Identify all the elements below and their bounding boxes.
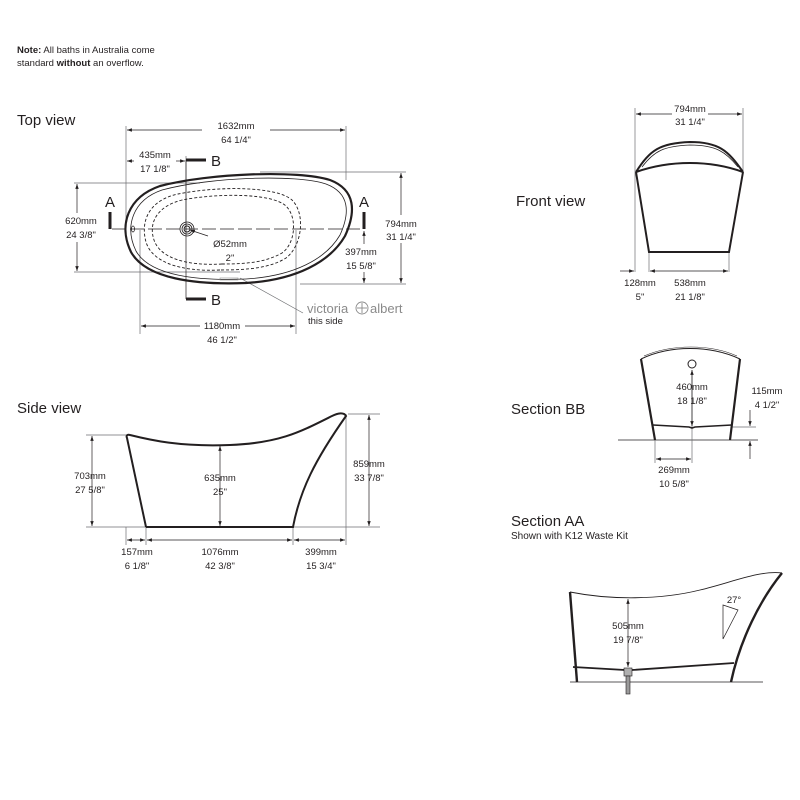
section-aa-title: Section AA (511, 513, 585, 530)
bb-plinth-mm: 115mm (752, 386, 783, 397)
note-text-1: All baths in Australia come (41, 45, 155, 56)
section-aa-drawing (568, 572, 783, 695)
top-length-mm: 1632mm (218, 121, 255, 132)
note-prefix: Note: (17, 45, 42, 56)
section-aa-subtitle: Shown with K12 Waste Kit (511, 531, 628, 542)
note-emphasis: without (56, 58, 91, 69)
overflow-note: Note: All baths in Australia come standa… (17, 44, 155, 70)
brand-albert: albert (370, 301, 403, 316)
top-left-width-mm: 620mm (65, 216, 97, 227)
top-view-drawing (74, 126, 406, 334)
brand-victoria: victoria (307, 301, 349, 316)
bb-depth-mm: 460mm (676, 382, 708, 393)
side-left-height-in: 27 5/8" (75, 485, 105, 496)
side-inner-height-in: 25" (213, 487, 227, 498)
top-centerline-mm: 397mm (345, 247, 377, 258)
top-b-offset-mm: 435mm (139, 150, 171, 161)
side-right-offset-in: 15 3/4" (306, 561, 336, 572)
brand-plus-icon (355, 301, 369, 315)
front-offset-mm: 128mm (624, 278, 656, 289)
note-text-3: an overflow. (90, 58, 144, 69)
front-base-mm: 538mm (674, 278, 706, 289)
bb-half-base-mm: 269mm (658, 465, 690, 476)
side-right-height-mm: 859mm (353, 459, 385, 470)
side-view-drawing (86, 412, 380, 545)
section-a-marker-left: A (105, 194, 115, 211)
side-right-height-in: 33 7/8" (354, 473, 384, 484)
side-inner-height-mm: 635mm (204, 473, 236, 484)
aa-depth-in: 19 7/8" (613, 635, 643, 646)
brand-logo: victoria albert this side (307, 301, 403, 327)
front-width-in: 31 1/4" (675, 117, 705, 128)
section-bb-title: Section BB (511, 401, 586, 418)
top-base-length-mm: 1180mm (204, 321, 240, 332)
note-text-2: standard (17, 58, 57, 69)
top-width-in: 31 1/4" (386, 232, 416, 243)
front-offset-in: 5" (636, 292, 645, 303)
waste-diameter-mm: Ø52mm (213, 239, 247, 250)
section-a-marker-right: A (359, 194, 369, 211)
side-right-offset-mm: 399mm (305, 547, 337, 558)
waste-kit-icon (623, 667, 633, 695)
side-left-offset-mm: 157mm (121, 547, 153, 558)
section-b-marker-top: B (211, 153, 221, 170)
bb-plinth-in: 4 1/2" (755, 400, 780, 411)
side-base-in: 42 3/8" (205, 561, 235, 572)
top-view-title: Top view (17, 112, 76, 129)
bb-half-base-in: 10 5/8" (659, 479, 689, 490)
side-left-offset-in: 6 1/8" (125, 561, 150, 572)
top-length-in: 64 1/4" (221, 135, 251, 146)
top-centerline-in: 15 5/8" (346, 261, 376, 272)
top-b-offset-in: 17 1/8" (140, 164, 170, 175)
side-left-height-mm: 703mm (74, 471, 106, 482)
side-view-title: Side view (17, 400, 82, 417)
brand-note: this side (308, 316, 343, 327)
section-bb-drawing (618, 346, 758, 463)
front-base-in: 21 1/8" (675, 292, 705, 303)
aa-angle: 27° (727, 595, 742, 606)
waste-outlet-icon (687, 359, 697, 369)
front-view-drawing (620, 108, 744, 273)
bb-depth-in: 18 1/8" (677, 396, 707, 407)
section-b-marker-bottom: B (211, 292, 221, 309)
front-view-title: Front view (516, 193, 586, 210)
top-left-width-in: 24 3/8" (66, 230, 96, 241)
top-width-mm: 794mm (385, 219, 417, 230)
waste-diameter-in: 2" (226, 253, 235, 264)
top-base-length-in: 46 1/2" (207, 335, 237, 346)
aa-depth-mm: 505mm (612, 621, 644, 632)
front-width-mm: 794mm (674, 104, 706, 115)
side-base-mm: 1076mm (202, 547, 239, 558)
